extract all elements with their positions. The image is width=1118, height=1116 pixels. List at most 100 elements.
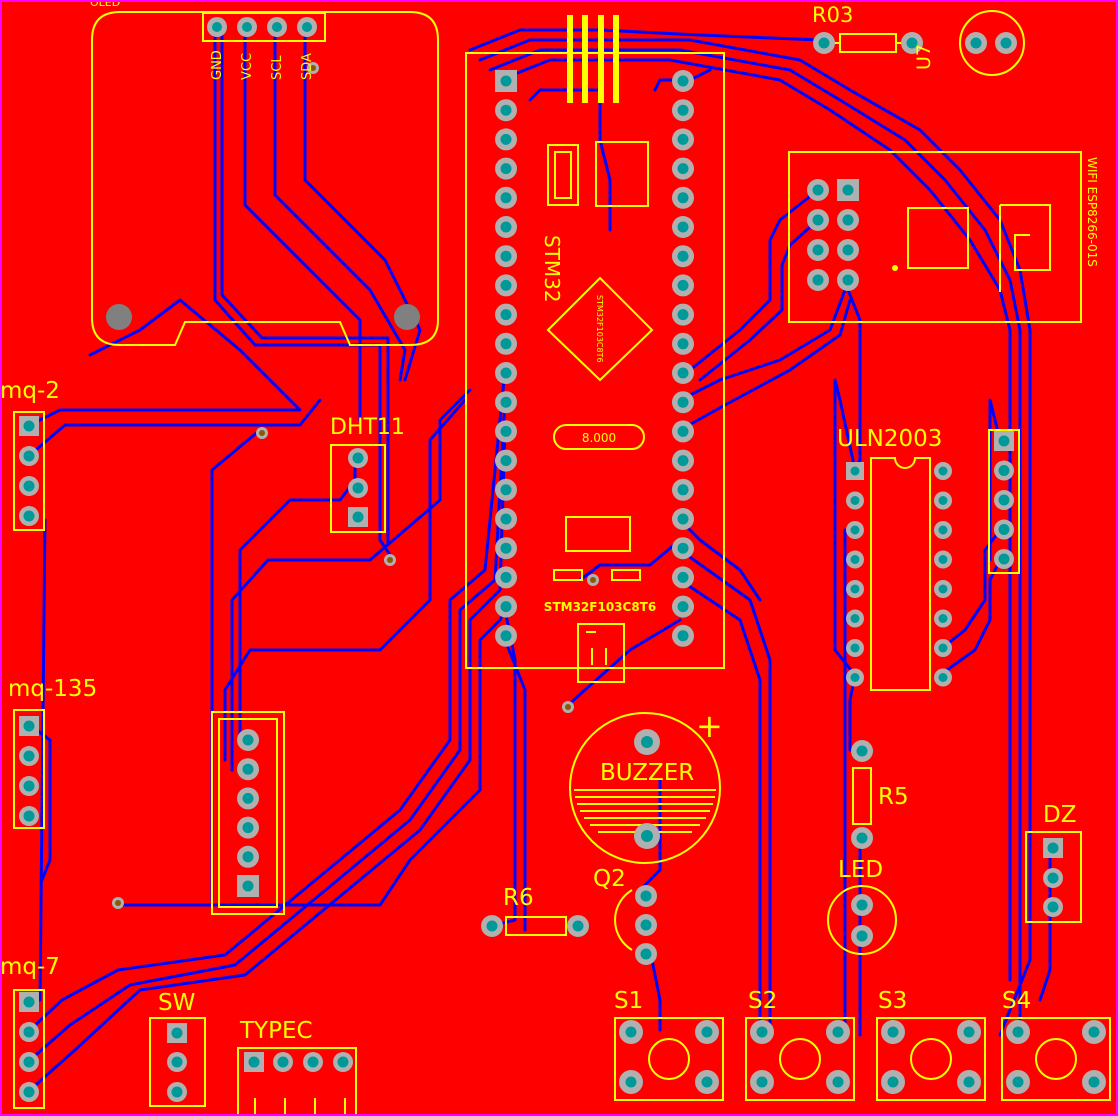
stm32-chip-outline — [546, 276, 654, 382]
pad-layer — [19, 17, 1106, 1102]
dht11-pin-pad — [348, 448, 368, 468]
lcd-header-pin-pad — [237, 875, 259, 897]
stm32-right-pin-pad — [672, 99, 694, 122]
oled-outline — [91, 11, 439, 346]
stm32-pad-left — [553, 569, 583, 581]
switch-pad — [750, 1070, 774, 1094]
dz-pin-pad — [1043, 897, 1063, 917]
r6-pad — [481, 915, 503, 937]
mq-sensor-pin-pad — [19, 1082, 39, 1102]
crystal-outline — [553, 424, 645, 450]
stm32-left-pin-pad — [495, 478, 517, 501]
stm32-left-pin-pad — [495, 508, 517, 530]
mq-sensor-pin-pad — [19, 446, 39, 466]
r6-label: R6 — [503, 885, 534, 911]
buzzer-pad — [634, 823, 660, 849]
stm32-right-pin-pad — [672, 362, 694, 384]
sw-label: SW — [158, 990, 195, 1016]
stm32-left-pin-pad — [495, 595, 517, 618]
stm32-right-pin-pad — [672, 566, 694, 589]
mounting-hole — [106, 304, 132, 330]
uln2003-right-pin-pad — [934, 491, 952, 510]
switch-pad — [826, 1020, 850, 1044]
stm32-left-pin-pad — [495, 537, 517, 560]
oled-pin-pad — [267, 17, 287, 37]
mq-sensor-pin-pad — [19, 716, 39, 736]
stm32-left-pin-pad — [495, 274, 517, 297]
mq-sensor-pin-pad — [19, 416, 39, 436]
pin-header-4 — [613, 15, 619, 103]
wifi-pin-pad — [807, 209, 829, 231]
stm32-right-pin-pad — [672, 624, 694, 647]
uln-header-pin-pad — [994, 519, 1014, 540]
buzzer-pad — [634, 729, 660, 755]
via — [112, 897, 124, 909]
typec-pin-pad — [244, 1052, 264, 1072]
mounting-hole — [394, 304, 420, 330]
typec-label: TYPEC — [239, 1018, 313, 1044]
crystal-label: 8.000 — [582, 431, 616, 445]
buzzer-outline — [569, 712, 721, 864]
stm32-button-inner — [554, 151, 572, 199]
stm32-left-pin-pad — [495, 186, 517, 209]
mq-sensor-pin-pad — [19, 776, 39, 796]
stm32-left-pin-pad — [495, 245, 517, 268]
lcd-header-pin-pad — [237, 758, 259, 781]
mq-sensor-pin-pad — [19, 992, 39, 1012]
q2-pin-pad — [635, 914, 657, 936]
q2-pin-pad — [635, 943, 657, 965]
switch-pad — [881, 1070, 905, 1094]
typec-outline — [237, 1047, 357, 1116]
led-label: LED — [838, 857, 883, 883]
stm32-left-pin-pad — [495, 332, 517, 355]
dht11-pin-pad — [348, 478, 368, 498]
switch-pad — [1082, 1070, 1106, 1094]
uln2003-label: ULN2003 — [837, 426, 942, 452]
uln2003-right-pin-pad — [934, 609, 952, 628]
wifi-chip-outline — [907, 207, 969, 269]
vcc-label: VCC — [240, 53, 255, 80]
stm32-left-pin-pad — [495, 449, 517, 472]
stm32-right-pin-pad — [672, 449, 694, 472]
dz-outline — [1025, 831, 1082, 923]
r5-pad — [851, 827, 873, 849]
uln2003-right-pin-pad — [934, 550, 952, 569]
mq2-label: mq-2 — [0, 378, 60, 404]
q2-pin-pad — [635, 885, 657, 907]
stm32-right-pin-pad — [672, 537, 694, 560]
sda-label: SDA — [300, 53, 315, 80]
dht11-outline — [330, 444, 386, 533]
typec-pin-pad — [273, 1052, 293, 1072]
stm32-left-pin-pad — [495, 420, 517, 443]
uln-header-pin-pad — [994, 549, 1014, 569]
stm32-left-pin-pad — [495, 99, 517, 122]
switch-pad — [750, 1020, 774, 1044]
uln-header-pin-pad — [994, 460, 1014, 481]
uln2003-right-pin-pad — [934, 668, 952, 687]
switch-pad — [957, 1070, 981, 1094]
mq-sensor-pin-pad — [19, 1052, 39, 1072]
s2-outline — [745, 1017, 855, 1101]
wifi-pin-pad — [837, 209, 859, 231]
scl-label: SCL — [270, 55, 285, 80]
mq-sensor-pin-pad — [19, 476, 39, 496]
s1-label: S1 — [614, 988, 643, 1014]
wifi-pin-pad — [807, 269, 829, 291]
dz-pin-pad — [1043, 868, 1063, 888]
switch-pad — [1006, 1020, 1030, 1044]
buzzer-plus-label: + — [696, 707, 723, 745]
stm32-right-pin-pad — [672, 508, 694, 530]
stm32-right-pin-pad — [672, 420, 694, 443]
stm32-right-pin-pad — [672, 332, 694, 355]
stm32-pad-right — [611, 569, 641, 581]
led-pad — [851, 894, 873, 916]
mq-sensor-pin-pad — [19, 746, 39, 766]
uln2003-right-pin-pad — [934, 580, 952, 598]
s3-outline — [876, 1017, 986, 1101]
switch-pad — [695, 1070, 719, 1094]
s3-label: S3 — [878, 988, 907, 1014]
mq2-outline — [13, 411, 45, 531]
